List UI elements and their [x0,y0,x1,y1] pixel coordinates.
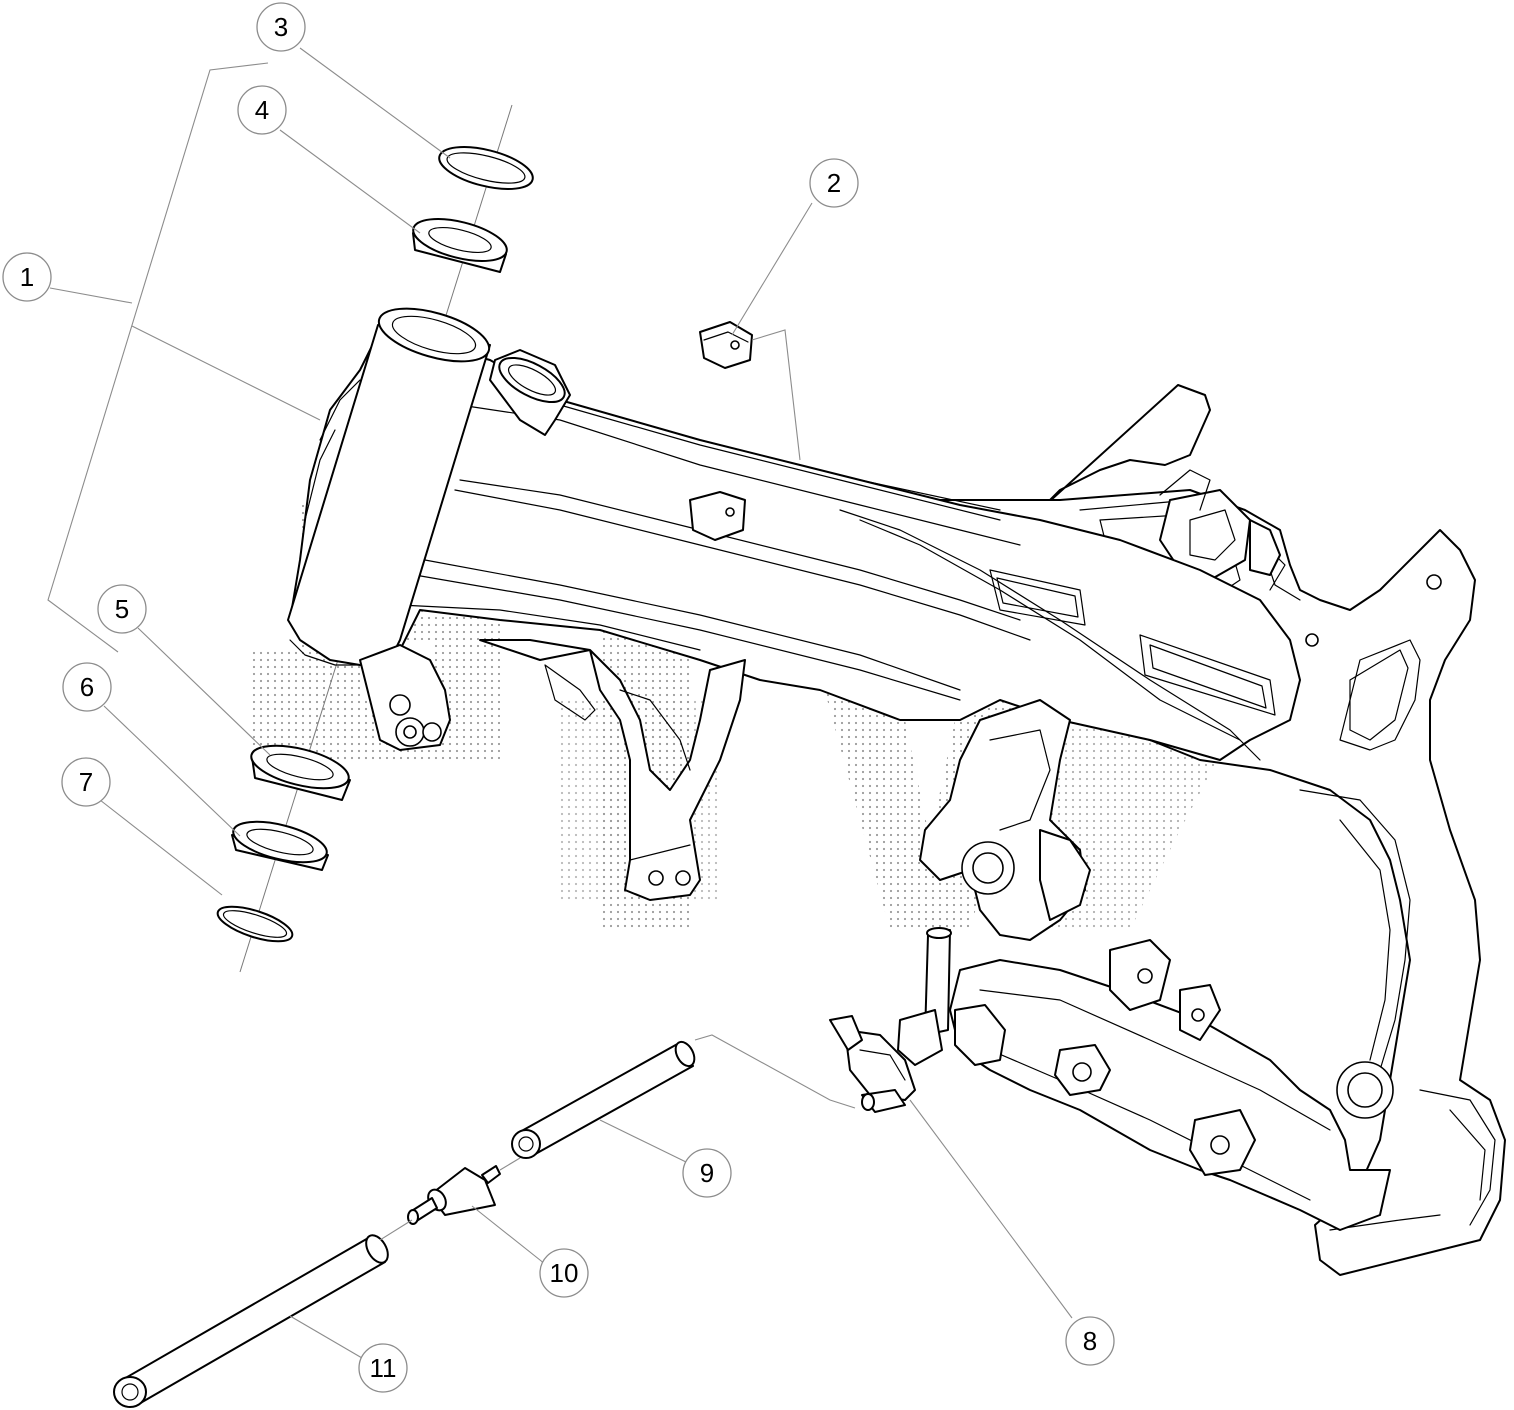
head-tube [287,307,571,666]
callout-3-label: 3 [274,12,288,42]
callout-7-label: 7 [79,767,93,797]
callout-1[interactable]: 1 [2,252,52,302]
part-10-mount [407,1165,501,1225]
callout-9[interactable]: 9 [682,1148,732,1198]
callout-8-label: 8 [1083,1326,1097,1356]
callout-9-label: 9 [700,1158,714,1188]
callout-10[interactable]: 10 [539,1248,589,1298]
part-5-bearing [250,744,351,801]
leader-lines [49,47,1073,1359]
part-6-seal [231,820,329,871]
part-9-tube [511,1040,696,1159]
assembly-guide-line-9 [694,1034,856,1109]
callout-2-label: 2 [827,168,841,198]
callout-6-label: 6 [80,672,94,702]
callout-6[interactable]: 6 [62,662,112,712]
part-3-ring [438,146,534,190]
part-7-ring [216,905,294,943]
callout-3[interactable]: 3 [256,2,306,52]
callout-7[interactable]: 7 [61,757,111,807]
callout-2[interactable]: 2 [809,158,859,208]
assembly-guide-line-9-10 [499,1157,521,1171]
callout-1-label: 1 [20,262,34,292]
assembly-guide-line-2 [751,329,801,461]
front-down-leg [479,639,746,901]
centre-pivot-bracket [919,699,1091,941]
part-8-pivot-pin [829,927,952,1113]
callout-5-label: 5 [115,594,129,624]
lower-crossmember [949,939,1391,1231]
front-lower-bracket [359,644,451,751]
part-2-clip [699,321,753,369]
callout-8[interactable]: 8 [1065,1316,1115,1366]
installed-clip [689,491,746,541]
assembly-guide-line-10-11 [379,1219,413,1241]
callout-11[interactable]: 11 [358,1343,408,1393]
part-11-tube [113,1234,389,1408]
callout-4-label: 4 [255,95,269,125]
callout-10-label: 10 [550,1258,579,1288]
callout-5[interactable]: 5 [97,584,147,634]
part-4-bearing [412,218,508,273]
bracket-item-1 [47,62,269,653]
callout-4[interactable]: 4 [237,85,287,135]
callout-11-label: 11 [370,1353,397,1383]
